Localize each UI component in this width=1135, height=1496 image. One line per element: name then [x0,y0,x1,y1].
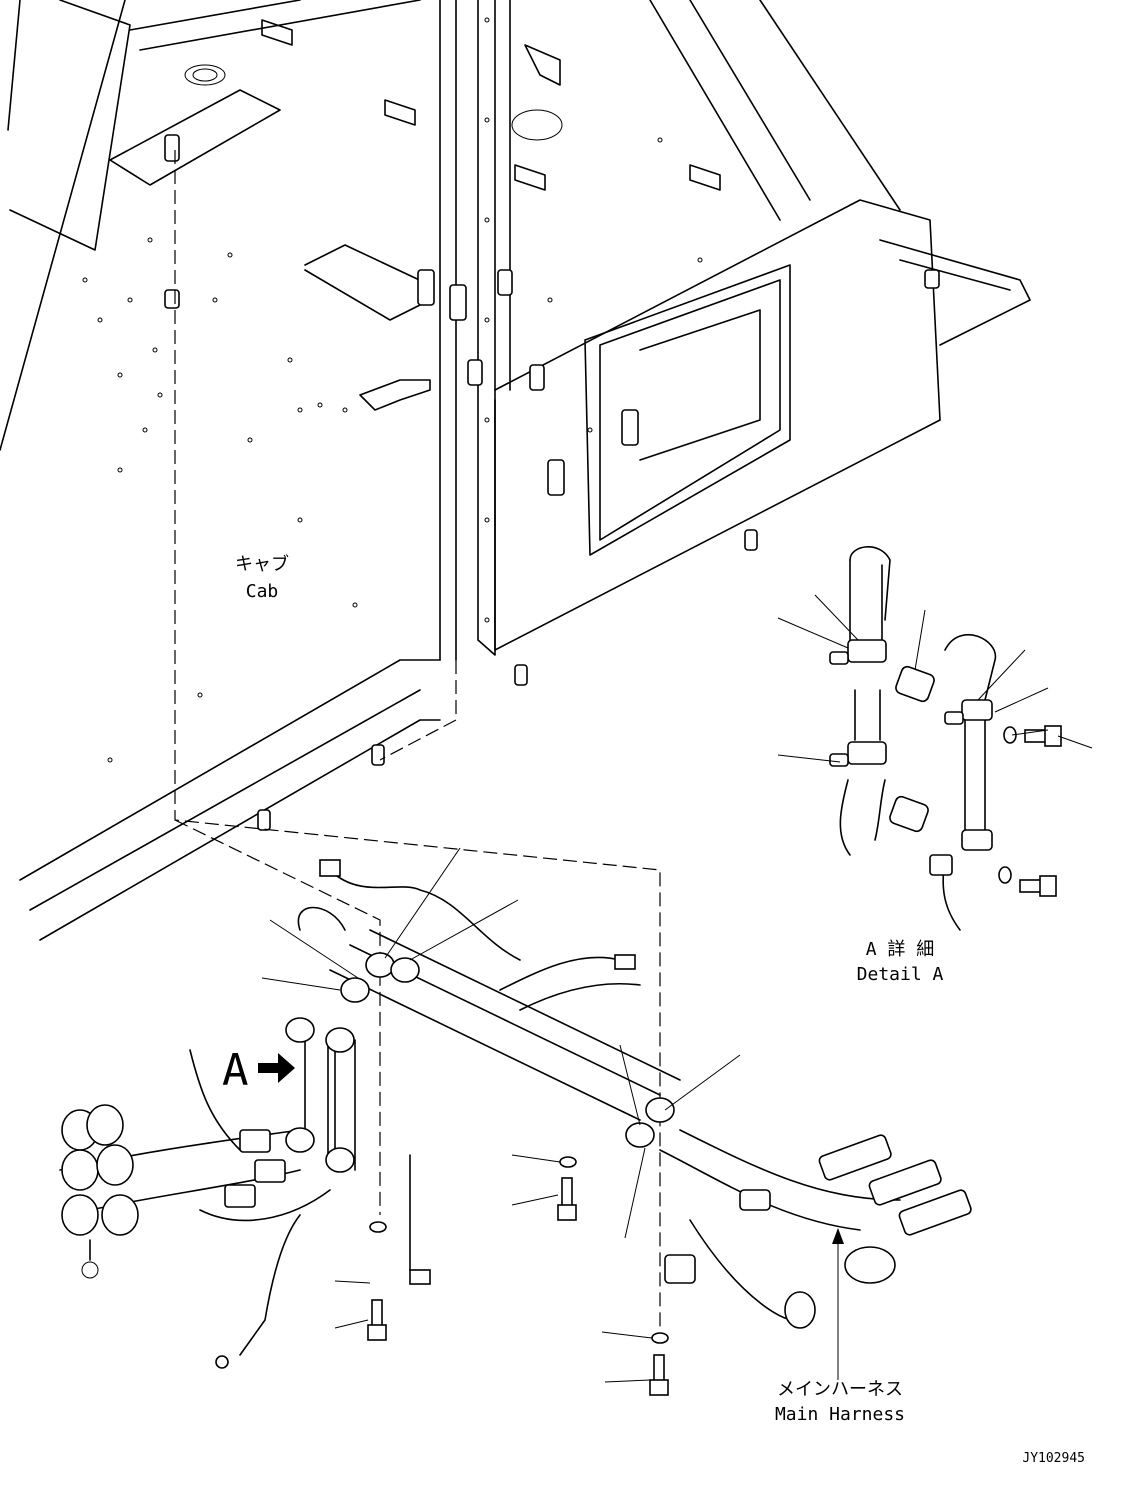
detail-label-en: Detail A [857,964,944,985]
cab-frame [0,0,1031,1330]
leader-lines [261,594,1093,1383]
cab-label-jp: キャブ [235,553,289,575]
main-harness-assembly [59,859,972,1369]
drawing-number: JY102945 [1022,1451,1085,1466]
harness-pointer [832,1228,844,1380]
view-letter-a: A [222,1045,249,1096]
cab-label: キャブ Cab [235,553,289,602]
harness-label-en: Main Harness [775,1404,905,1425]
detail-label-jp: A 詳 細 [866,939,935,960]
harness-label-jp: メインハーネス [777,1379,903,1400]
detail-a-label: A 詳 細 Detail A [857,939,944,985]
view-arrow [258,1053,295,1083]
detail-a-drawing [829,546,1062,931]
main-harness-label: メインハーネス Main Harness [775,1379,905,1425]
fasteners [367,1156,669,1396]
cab-label-en: Cab [246,581,279,602]
